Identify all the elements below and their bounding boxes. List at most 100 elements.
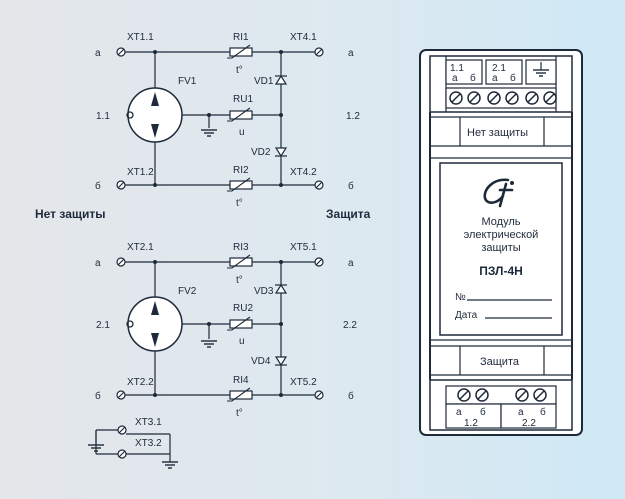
module-title-line3: защиты <box>481 242 520 254</box>
varistor-ru1 <box>226 107 253 122</box>
pin-label: б <box>540 406 546 418</box>
terminal-xt41 <box>314 47 324 57</box>
component-label: t° <box>236 408 243 419</box>
screw-icon <box>505 91 519 105</box>
terminal-label: XT5.1 <box>290 242 317 253</box>
terminal-label: XT2.1 <box>127 242 154 253</box>
component-label: VD3 <box>254 286 274 297</box>
screw-icon <box>449 91 463 105</box>
screw-icon <box>543 91 557 105</box>
pin-label: а <box>492 73 498 84</box>
terminal-label: XT4.2 <box>290 167 317 178</box>
label-a: а <box>95 48 101 59</box>
terminal-label: XT3.2 <box>135 438 162 449</box>
pin-label: б <box>480 406 486 418</box>
screw-icon <box>533 388 547 402</box>
terminal-label: XT1.1 <box>127 32 154 43</box>
pin-label: б <box>510 72 516 84</box>
arrester-fv2 <box>127 296 183 352</box>
component-label: VD1 <box>254 76 274 87</box>
thermistor-ri1 <box>226 44 253 59</box>
ground-icon <box>200 340 218 348</box>
terminal-xt32 <box>117 449 127 459</box>
pin-label: а <box>456 407 462 418</box>
date-label: Дата <box>455 310 478 321</box>
screw-icon <box>515 388 529 402</box>
component-label: u <box>239 127 245 138</box>
terminal-xt52 <box>314 390 324 400</box>
terminal-xt51 <box>314 257 324 267</box>
heading-no-protection: Нет защиты <box>35 207 106 221</box>
component-label: VD4 <box>251 356 271 367</box>
label-protection: Защита <box>480 356 520 368</box>
module-title-line1: Модуль <box>482 216 521 228</box>
block-label: 2.1 <box>492 63 506 74</box>
terminal-label: XT5.2 <box>290 377 317 388</box>
block-label: 1.2 <box>464 418 478 429</box>
screw-icon <box>487 91 501 105</box>
port-label: 1.1 <box>96 111 110 122</box>
ground-icon <box>161 461 179 469</box>
heading-protection: Защита <box>326 207 371 221</box>
component-label: t° <box>236 275 243 286</box>
pin-label: а <box>452 73 458 84</box>
diode-vd4 <box>274 356 288 367</box>
thermistor-ri3 <box>226 254 253 269</box>
component-label: t° <box>236 198 243 209</box>
component-label: RU2 <box>233 303 253 314</box>
label-b: б <box>348 180 354 192</box>
terminal-label: XT2.2 <box>127 377 154 388</box>
arrester-fv1 <box>127 87 183 143</box>
ground-icon <box>200 129 218 137</box>
label-a: а <box>95 258 101 269</box>
component-label: u <box>239 336 245 347</box>
component-label: RU1 <box>233 94 253 105</box>
screw-icon <box>475 388 489 402</box>
terminal-xt11 <box>116 47 126 57</box>
pin-label: б <box>470 72 476 84</box>
diode-vd1 <box>274 74 288 85</box>
pin-label: а <box>518 407 524 418</box>
component-label: RI3 <box>233 242 249 253</box>
protection-module: 1.1 а б 2.1 а б Нет защиты Модуль электр… <box>419 49 583 436</box>
screw-icon <box>457 388 471 402</box>
component-label: t° <box>236 65 243 76</box>
component-label: RI4 <box>233 375 249 386</box>
varistor-ru2 <box>226 316 253 331</box>
block-label: 2.2 <box>522 418 536 429</box>
terminal-label: XT4.1 <box>290 32 317 43</box>
terminal-label: XT1.2 <box>127 167 154 178</box>
serial-label: № <box>455 292 466 303</box>
terminal-xt42 <box>314 180 324 190</box>
label-b: б <box>348 390 354 402</box>
label-a: а <box>348 48 354 59</box>
circuit-1: а б а б 1.1 1.2 XT1.1 XT1.2 XT4.1 XT4.2 … <box>95 32 360 209</box>
module-model: ПЗЛ-4Н <box>479 264 523 278</box>
module-title-line2: электрической <box>464 229 539 241</box>
component-label: VD2 <box>251 147 271 158</box>
circuit-2: а б а б 2.1 2.2 XT2.1 XT2.2 XT5.1 XT5.2 … <box>95 242 357 419</box>
block-label: 1.1 <box>450 63 464 74</box>
ground-terminals: XT3.1 XT3.2 <box>87 417 179 469</box>
terminal-xt22 <box>116 390 126 400</box>
label-a: а <box>348 258 354 269</box>
component-label: FV2 <box>178 286 197 297</box>
label-no-protection: Нет защиты <box>467 127 528 139</box>
screw-icon <box>467 91 481 105</box>
thermistor-ri2 <box>226 177 253 192</box>
terminal-label: XT3.1 <box>135 417 162 428</box>
component-label: FV1 <box>178 76 197 87</box>
terminal-xt21 <box>116 257 126 267</box>
component-label: RI1 <box>233 32 249 43</box>
label-b: б <box>95 390 101 402</box>
terminal-xt31 <box>117 425 127 435</box>
diode-vd3 <box>274 283 288 294</box>
component-label: RI2 <box>233 165 249 176</box>
label-b: б <box>95 180 101 192</box>
screw-icon <box>525 91 539 105</box>
port-label: 1.2 <box>346 111 360 122</box>
diode-vd2 <box>274 147 288 158</box>
terminal-xt12 <box>116 180 126 190</box>
brand-logo <box>483 178 514 208</box>
